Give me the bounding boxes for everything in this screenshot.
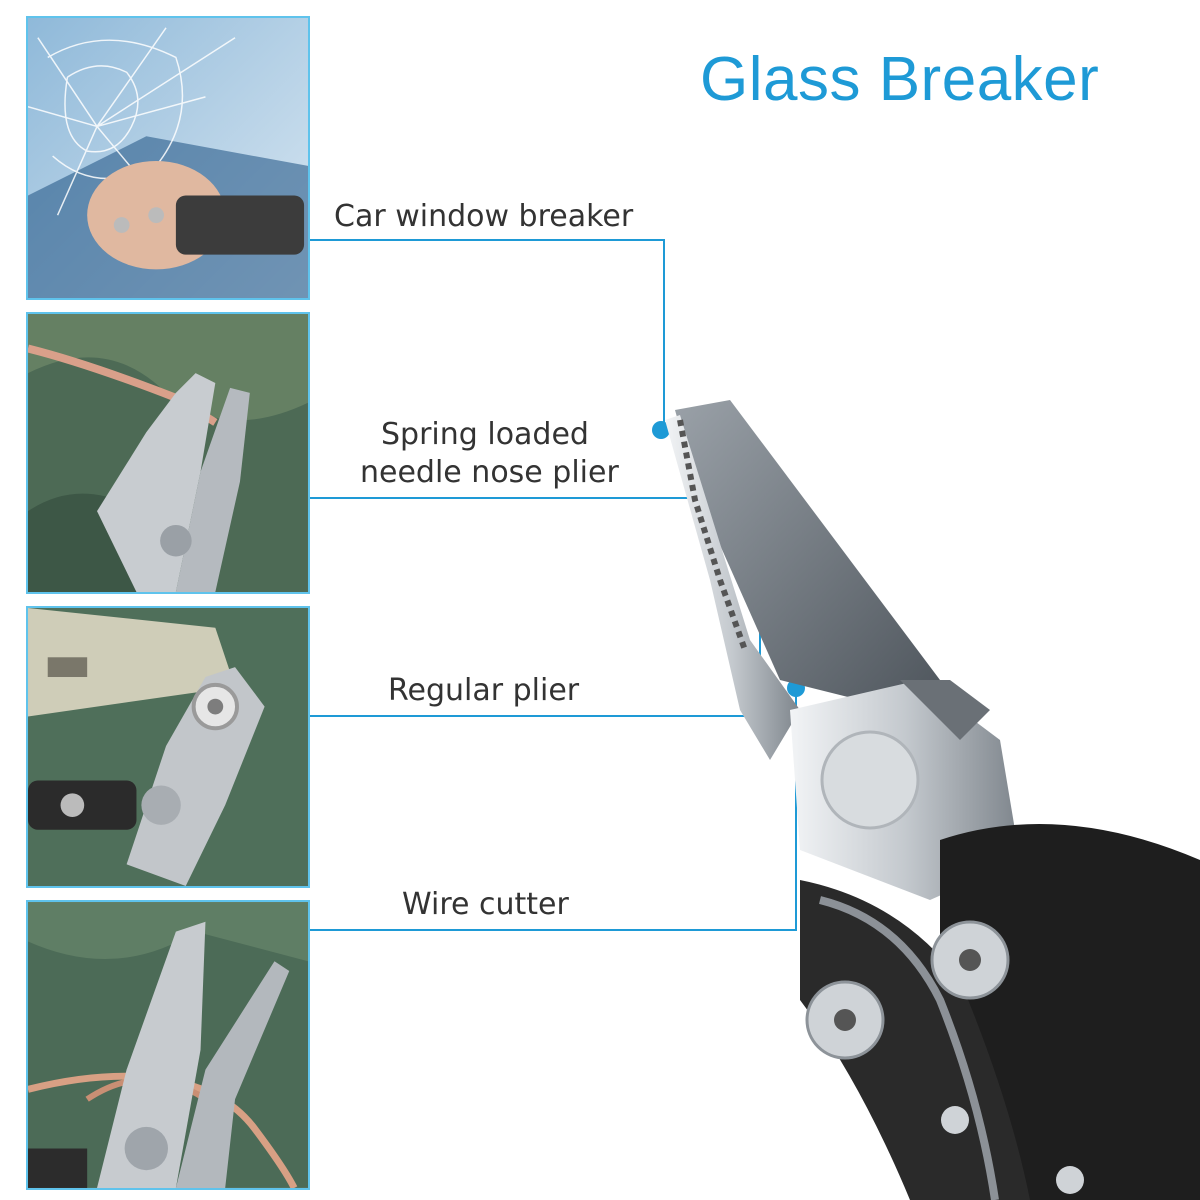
- label-spring-loaded-needle-nose-plier: Spring loaded needle nose plier: [360, 416, 619, 492]
- label-car-window-breaker: Car window breaker: [334, 199, 634, 234]
- photo-car-window-breaker: [26, 16, 310, 300]
- photo-regular-plier: [26, 606, 310, 888]
- multitool-image: [665, 400, 1200, 1200]
- label-line-1: Spring loaded: [381, 417, 589, 452]
- page-title: Glass Breaker: [700, 45, 1100, 114]
- label-regular-plier: Regular plier: [388, 673, 580, 708]
- photo-wire-cutter: [26, 900, 310, 1190]
- label-line-2: needle nose plier: [360, 455, 619, 490]
- photo-needle-nose-plier: [26, 312, 310, 594]
- label-wire-cutter: Wire cutter: [402, 887, 569, 922]
